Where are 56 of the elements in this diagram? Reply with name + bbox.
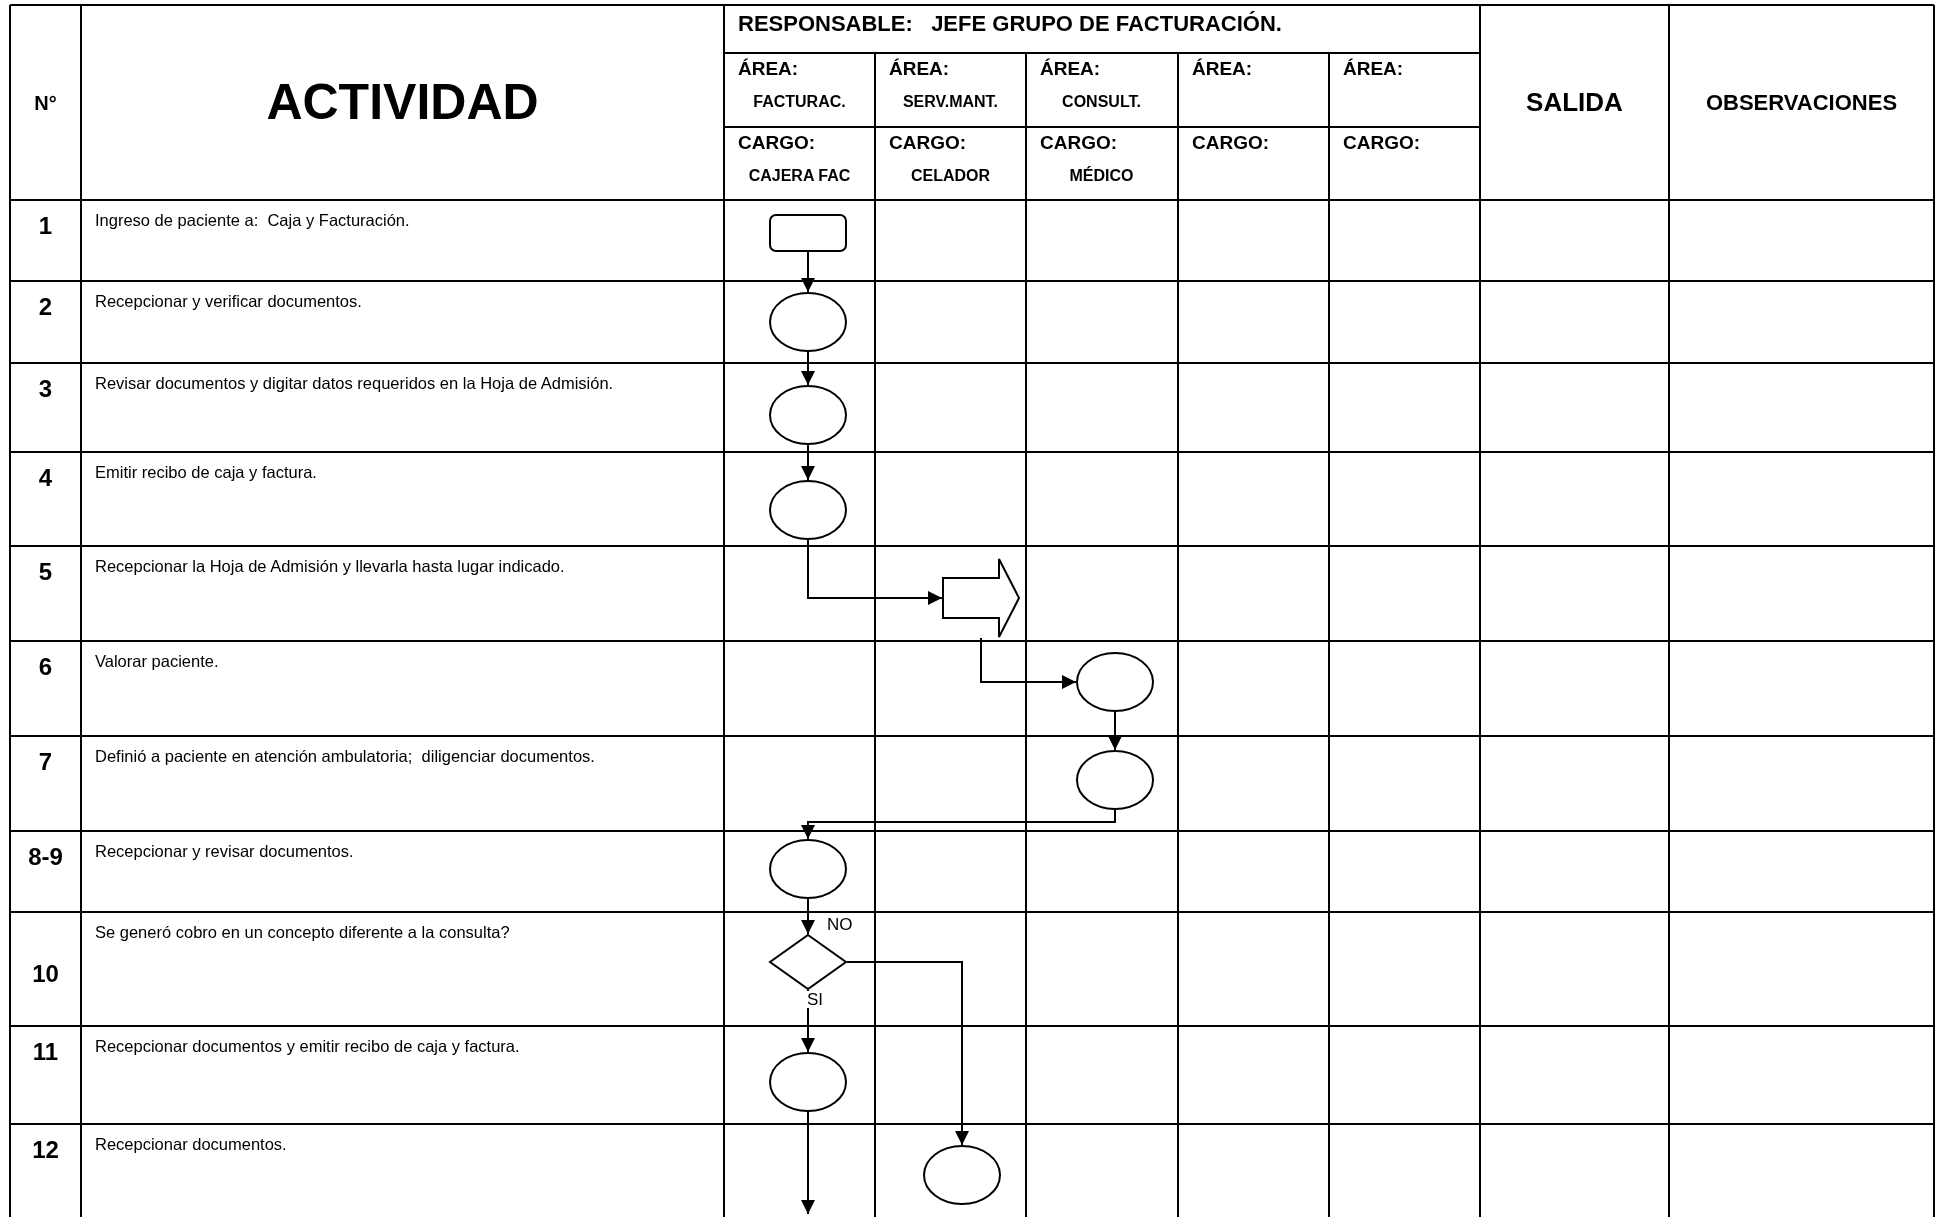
connector-arrow	[846, 961, 969, 1146]
row-number: 8-9	[27, 843, 64, 871]
activity-text: Definió a paciente en atención ambulatoria; diligenciar documentos.	[95, 747, 596, 766]
row-number: 5	[37, 558, 54, 586]
connector-arrow	[1108, 711, 1122, 751]
row-number: 11	[31, 1038, 60, 1066]
column-title: ACTIVIDAD	[265, 73, 540, 132]
activity-text: Recepcionar la Hoja de Admisión y llevarla hasta lugar indicado.	[95, 557, 566, 576]
area-value: FACTURAC.	[752, 93, 847, 112]
row-number: 6	[37, 653, 54, 681]
position-label: CARGO:	[889, 132, 968, 154]
connector-arrow	[801, 351, 815, 386]
position-label: CARGO:	[1343, 132, 1422, 154]
activity-text: Recepcionar y verificar documentos.	[95, 292, 363, 311]
connector-arrow	[801, 989, 815, 1053]
area-label: ÁREA:	[738, 58, 800, 80]
area-label: ÁREA:	[1040, 58, 1102, 80]
connector-arrow	[801, 1111, 815, 1215]
position-value: CELADOR	[909, 167, 992, 186]
column-header: SALIDA	[1525, 87, 1624, 118]
area-label: ÁREA:	[1343, 58, 1405, 80]
activity-text: Se generó cobro en un concepto diferente a la consulta?	[95, 923, 511, 942]
edge-label: NO	[826, 916, 854, 933]
position-value: MÉDICO	[1068, 167, 1135, 186]
edge-label: SI	[806, 991, 825, 1008]
row-number: 10	[31, 960, 60, 988]
connector-arrow	[801, 444, 815, 481]
activity-text: Recepcionar documentos.	[95, 1135, 288, 1154]
connector-arrow	[980, 637, 1077, 689]
area-label: ÁREA:	[1192, 58, 1254, 80]
activity-text: Revisar documentos y digitar datos requeridos en la Hoja de Admisión.	[95, 374, 615, 393]
activity-text: Ingreso de paciente a: Caja y Facturación.	[95, 211, 411, 230]
activity-text: Valorar paciente.	[95, 652, 220, 671]
area-value: SERV.MANT.	[901, 93, 1000, 112]
position-value: CAJERA FAC	[747, 167, 852, 186]
row-number: 1	[37, 212, 54, 240]
position-label: CARGO:	[738, 132, 817, 154]
position-label: CARGO:	[1040, 132, 1119, 154]
area-label: ÁREA:	[889, 58, 951, 80]
row-number: 4	[37, 464, 54, 492]
connector-arrow	[807, 539, 943, 605]
connector-arrow	[801, 251, 815, 293]
row-number: 3	[37, 375, 54, 403]
column-header: OBSERVACIONES	[1704, 89, 1899, 116]
activity-text: Recepcionar documentos y emitir recibo de caja y factura.	[95, 1037, 521, 1056]
column-header: N°	[33, 91, 58, 114]
connector-arrow	[801, 898, 815, 935]
row-number: 2	[37, 293, 54, 321]
connector-arrow	[801, 809, 1116, 840]
responsible-heading: RESPONSABLE: JEFE GRUPO DE FACTURACIÓN.	[738, 11, 1283, 37]
position-label: CARGO:	[1192, 132, 1271, 154]
area-value: CONSULT.	[1061, 93, 1142, 112]
row-number: 7	[37, 748, 54, 776]
activity-text: Recepcionar y revisar documentos.	[95, 842, 355, 861]
activity-text: Emitir recibo de caja y factura.	[95, 463, 318, 482]
row-number: 12	[31, 1136, 60, 1164]
